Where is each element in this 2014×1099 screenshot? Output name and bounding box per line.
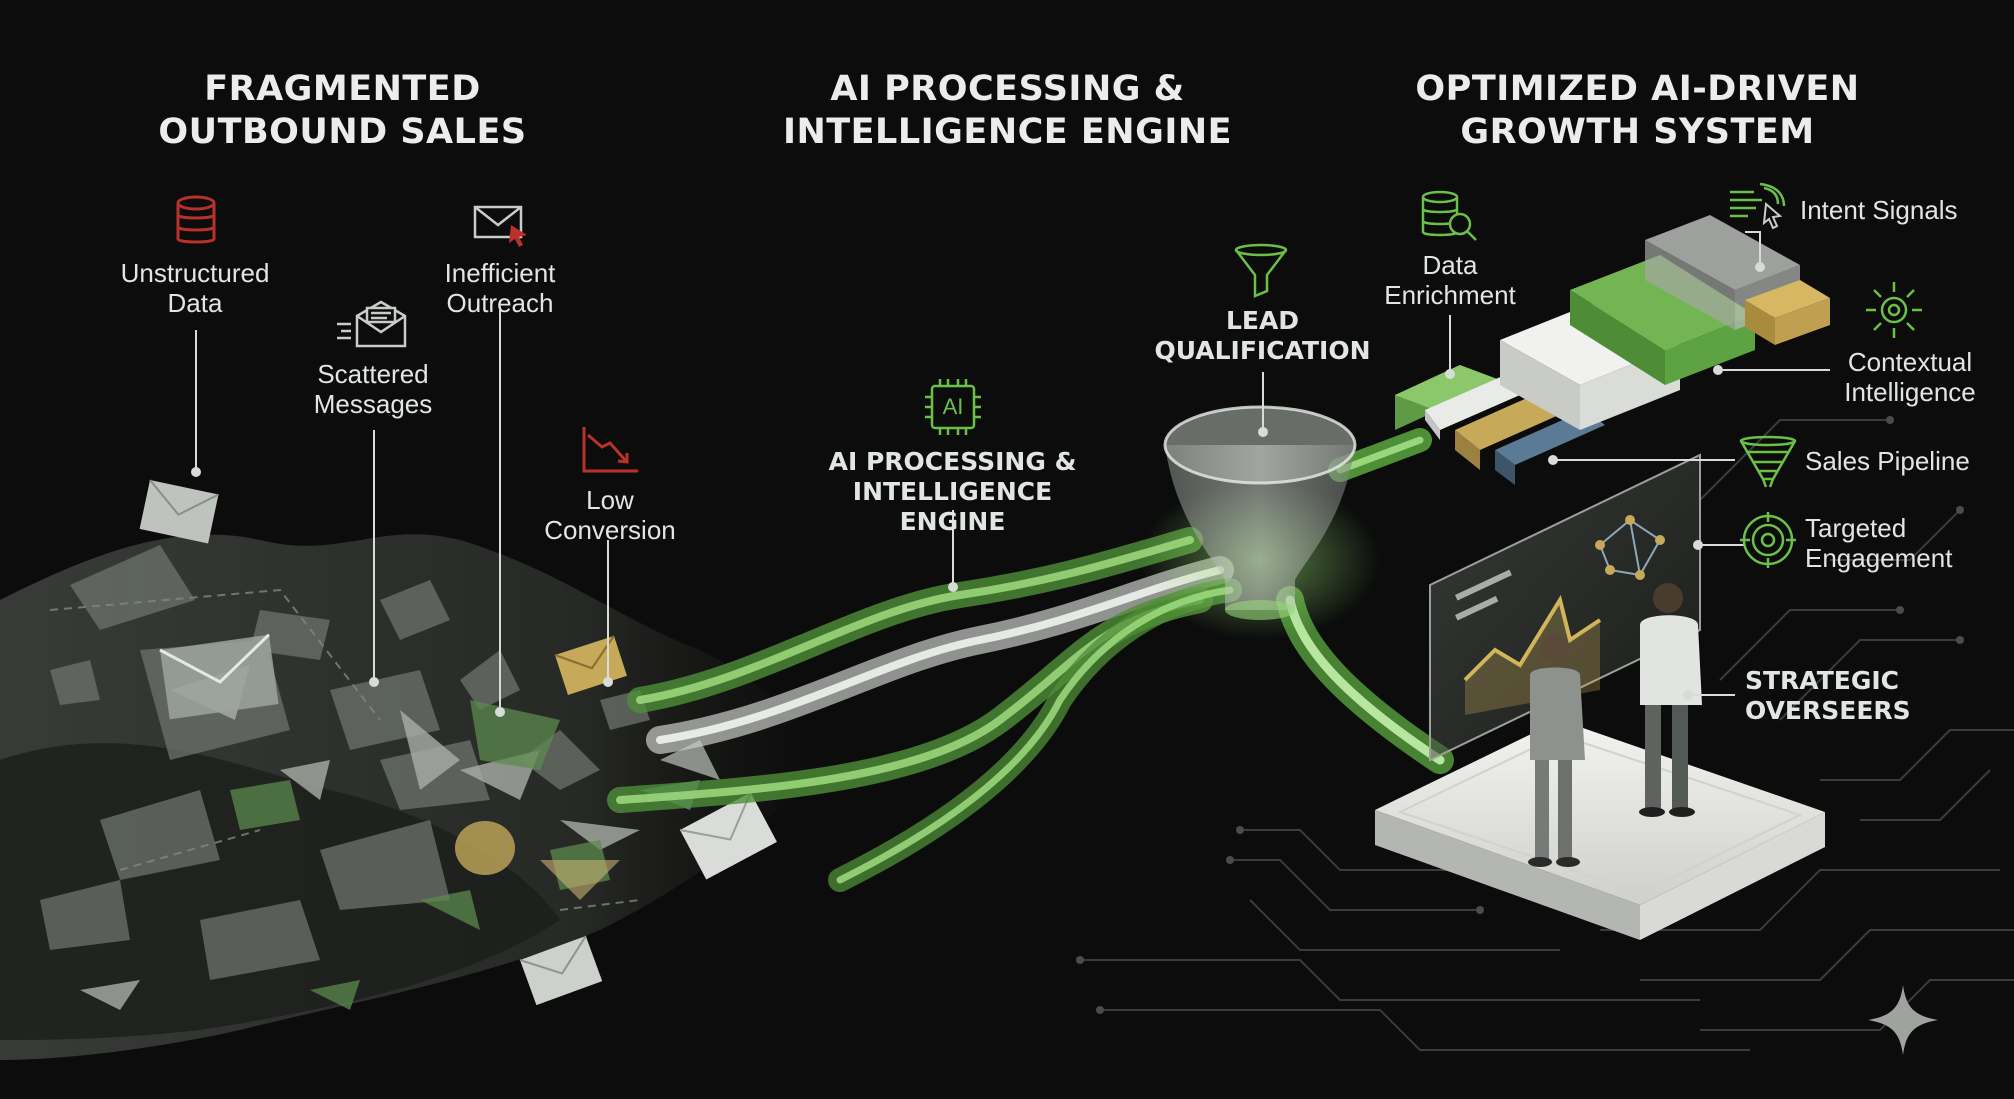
label-line: Conversion: [544, 515, 676, 545]
label-line: INTELLIGENCE ENGINE: [852, 477, 1053, 536]
label-data-enrichment: Data Enrichment: [1370, 250, 1530, 310]
debris-cloud: [0, 479, 830, 1060]
label-intent-signals: Intent Signals: [1800, 195, 1958, 225]
overseer-man: [1639, 583, 1702, 817]
envelope-icon: [335, 298, 407, 350]
label-contextual-intelligence: Contextual Intelligence: [1825, 347, 1995, 407]
data-streams: [607, 428, 1454, 892]
label-low-conversion: Low Conversion: [530, 485, 690, 545]
label-unstructured-data: Unstructured Data: [105, 258, 285, 318]
circuit-traces: [1080, 419, 2014, 1051]
analytics-screen: [1429, 453, 1701, 762]
mail-cursor-icon: [473, 203, 531, 249]
title-line: INTELLIGENCE ENGINE: [782, 112, 1233, 152]
label-line: QUALIFICATION: [1154, 336, 1371, 365]
label-line: LEAD: [1225, 306, 1300, 335]
title-line: OUTBOUND SALES: [158, 112, 527, 152]
label-line: OVERSEERS: [1745, 696, 1911, 725]
chip-text: AI: [942, 394, 964, 419]
leader-lines: [191, 231, 1830, 717]
label-line: Enrichment: [1384, 280, 1516, 310]
overseer-figures: [1528, 583, 1702, 867]
label-line: Contextual: [1847, 347, 1973, 377]
pipeline-funnel-icon: [1738, 435, 1798, 489]
label-scattered-messages: Scattered Messages: [293, 359, 453, 419]
label-line: Scattered: [317, 359, 429, 389]
label-line: Outreach: [446, 288, 554, 318]
label-line: Messages: [313, 389, 433, 419]
target-icon: [1740, 512, 1796, 568]
label-line: STRATEGIC: [1745, 666, 1900, 695]
label-line: Data: [1422, 250, 1478, 280]
label-line: AI PROCESSING &: [828, 447, 1077, 476]
section-title-fragmented: FRAGMENTED OUTBOUND SALES: [140, 68, 545, 154]
title-line: AI PROCESSING &: [830, 69, 1185, 109]
gear-network-icon: [1864, 280, 1924, 340]
overseer-woman: [1528, 634, 1585, 867]
label-strategic-overseers: STRATEGIC OVERSEERS: [1745, 666, 1945, 726]
label-line: Low: [586, 485, 634, 515]
label-line: Engagement: [1805, 543, 1953, 573]
declining-chart-icon: [580, 425, 640, 475]
label-line: Unstructured: [120, 258, 270, 288]
label-line: Data: [167, 288, 223, 318]
label-line: Targeted: [1805, 513, 1907, 543]
signal-cursor-icon: [1728, 182, 1788, 234]
label-inefficient-outreach: Inefficient Outreach: [420, 258, 580, 318]
title-line: OPTIMIZED AI-DRIVEN: [1415, 69, 1860, 109]
lead-funnel: [1163, 405, 1357, 620]
title-line: FRAGMENTED: [204, 69, 481, 109]
section-title-processing: AI PROCESSING & INTELLIGENCE ENGINE: [780, 68, 1235, 154]
ai-chip-icon: AI: [922, 377, 984, 437]
label-ai-engine: AI PROCESSING & INTELLIGENCE ENGINE: [800, 447, 1105, 537]
label-line: Inefficient: [444, 258, 556, 288]
section-title-optimized: OPTIMIZED AI-DRIVEN GROWTH SYSTEM: [1400, 68, 1875, 154]
sparkle-icon: [1868, 985, 1938, 1055]
database-icon: [175, 195, 217, 247]
label-targeted-engagement: Targeted Engagement: [1805, 513, 2005, 573]
database-search-icon: [1420, 190, 1480, 246]
label-lead-qualification: LEAD QUALIFICATION: [1150, 306, 1375, 366]
funnel-icon: [1233, 243, 1289, 299]
title-line: GROWTH SYSTEM: [1460, 112, 1815, 152]
label-line: Intelligence: [1844, 377, 1976, 407]
overseer-platform: [1375, 720, 1825, 940]
label-sales-pipeline: Sales Pipeline: [1805, 446, 1970, 476]
